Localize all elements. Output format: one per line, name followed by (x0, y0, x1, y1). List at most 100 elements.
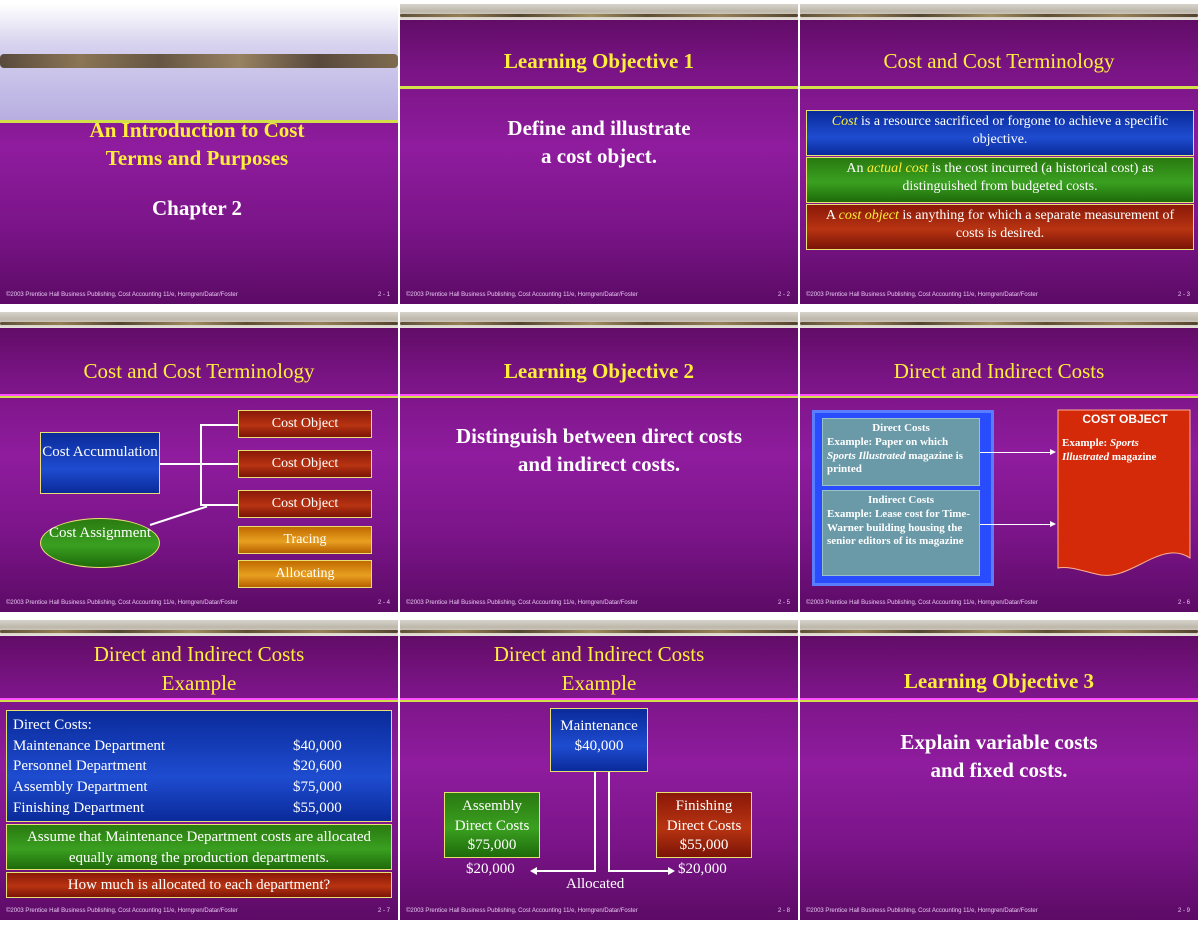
slide-number: 2 - 1 (377, 292, 390, 298)
assumption-box: Assume that Maintenance Department costs… (6, 824, 392, 870)
slide-title-line-2: Example (161, 671, 237, 695)
direct-costs-box: Direct Costs Example: Paper on which Spo… (822, 418, 980, 486)
dept-row: Personnel Department$20,600 (13, 756, 385, 777)
slide-footer: ©2003 Prentice Hall Business Publishing,… (0, 598, 398, 610)
title-line-1: An Introduction to Cost (89, 118, 305, 142)
objective-line-2: and fixed costs. (930, 758, 1068, 783)
slide-footer: ©2003 Prentice Hall Business Publishing,… (400, 598, 798, 610)
cost-object-box: Cost Object (238, 490, 372, 518)
banner-image (800, 312, 1198, 328)
divider (0, 394, 398, 398)
slide-2: Learning Objective 1 Define and illustra… (400, 4, 798, 304)
footer-copyright: ©2003 Prentice Hall Business Publishing,… (6, 908, 238, 914)
example-text: Example: (1062, 437, 1110, 449)
footer-copyright: ©2003 Prentice Hall Business Publishing,… (6, 292, 238, 298)
slide-1: An Introduction to Cost Terms and Purpos… (0, 4, 398, 304)
definition-cost: Cost is a resource sacrificed or forgone… (806, 110, 1194, 156)
cost-object-heading: COST OBJECT (1082, 412, 1168, 426)
slide-title: Direct and Indirect Costs (800, 342, 1198, 402)
finishing-line-1: Finishing (675, 798, 733, 814)
direct-costs-example: Example: Paper on which Sports Illustrat… (827, 436, 975, 477)
example-italic: Sports Illustrated (827, 449, 906, 462)
footer-copyright: ©2003 Prentice Hall Business Publishing,… (406, 292, 638, 298)
slide-title-text: Cost and Cost Terminology (83, 359, 315, 384)
arrow-indirect (980, 524, 1052, 525)
connector (200, 424, 240, 426)
direct-costs-table: Direct Costs: Maintenance Department$40,… (6, 710, 392, 822)
arrowhead-icon (1050, 521, 1056, 527)
cost-assignment-label: Cost Assignment (48, 525, 152, 541)
slide-footer: ©2003 Prentice Hall Business Publishing,… (800, 598, 1198, 610)
term-cost-object: cost object (838, 208, 899, 223)
banner-image (800, 620, 1198, 636)
definition-text: is anything for which a separate measure… (898, 208, 1175, 242)
cost-assignment-ellipse: Cost Assignment (40, 518, 160, 568)
slide-6: Direct and Indirect Costs Direct Costs E… (800, 312, 1198, 612)
banner-image (0, 312, 398, 328)
slide-title: Cost and Cost Terminology (0, 342, 398, 402)
right-allocation: $20,000 (678, 861, 727, 877)
slide-title-text: Direct and Indirect Costs (893, 359, 1105, 384)
allocated-label: Allocated (566, 876, 625, 892)
slide-number: 2 - 4 (377, 600, 390, 606)
divider (400, 394, 798, 398)
dept-name: Personnel Department (13, 758, 147, 775)
finishing-box: Finishing Direct Costs $55,000 (656, 792, 752, 858)
arrowhead-icon (530, 867, 537, 875)
allocation-line (608, 870, 670, 872)
example-text: magazine is printed (827, 449, 964, 476)
banner-image (0, 620, 398, 636)
slide-7: Direct and Indirect Costs Example Direct… (0, 620, 398, 920)
slide-footer: ©2003 Prentice Hall Business Publishing,… (400, 290, 798, 302)
slide-title-text: Cost and Cost Terminology (883, 49, 1115, 74)
divider (400, 698, 798, 702)
cost-object-shape (1057, 409, 1191, 576)
tracing-label: Tracing (283, 532, 327, 547)
assembly-amount: $75,000 (467, 837, 517, 853)
indirect-costs-box: Indirect Costs Example: Lease cost for T… (822, 490, 980, 576)
maintenance-label: Maintenance (560, 718, 638, 734)
example-text: magazine (1109, 450, 1157, 463)
divider (800, 394, 1198, 398)
slide-5: Learning Objective 2 Distinguish between… (400, 312, 798, 612)
objective-text: Distinguish between direct costs and ind… (400, 422, 798, 479)
definition-text: is the cost incurred (a historical cost)… (902, 161, 1154, 195)
dept-row: Assembly Department $75,000 (13, 777, 385, 798)
slide-number: 2 - 5 (777, 600, 790, 606)
cost-object-label: Cost Object (271, 496, 339, 511)
slide-number: 2 - 3 (1177, 292, 1190, 298)
dept-amount: $75,000 (293, 779, 342, 796)
slide-footer: ©2003 Prentice Hall Business Publishing,… (0, 906, 398, 918)
banner-image (800, 4, 1198, 20)
slide-title: Cost and Cost Terminology (800, 32, 1198, 92)
slide-title-line-1: Direct and Indirect Costs (493, 641, 705, 666)
objective-line-1: Define and illustrate (507, 116, 691, 140)
allocating-box: Allocating (238, 560, 372, 588)
slide-3: Cost and Cost Terminology Cost is a reso… (800, 4, 1198, 304)
cost-accumulation-label: Cost Accumulation (42, 444, 158, 460)
chapter-label: Chapter 2 (151, 196, 243, 220)
footer-copyright: ©2003 Prentice Hall Business Publishing,… (406, 600, 638, 606)
allocation-line (608, 772, 610, 870)
maintenance-amount: $40,000 (574, 737, 624, 754)
slide-number: 2 - 8 (777, 908, 790, 914)
footer-copyright: ©2003 Prentice Hall Business Publishing,… (6, 600, 238, 606)
finishing-line-2: Direct Costs (666, 817, 742, 834)
dept-name: Finishing Department (13, 799, 145, 816)
divider (800, 698, 1198, 702)
assembly-box: Assembly Direct Costs $75,000 (444, 792, 540, 858)
dept-amount: $55,000 (293, 799, 342, 816)
connector (200, 424, 202, 506)
question-text: How much is allocated to each department… (67, 877, 331, 893)
indirect-costs-heading: Indirect Costs (867, 494, 935, 506)
objective-line-1: Explain variable costs (900, 730, 1098, 754)
objective-line-1: Distinguish between direct costs (455, 424, 743, 448)
dept-name: Assembly Department (13, 779, 148, 796)
slide-title-line-1: Direct and Indirect Costs (93, 641, 305, 666)
cost-object-box: Cost Object (238, 450, 372, 478)
maintenance-box: Maintenance $40,000 (550, 708, 648, 772)
definition-cost-object: A cost object is anything for which a se… (806, 204, 1194, 250)
slide-number: 2 - 7 (377, 908, 390, 914)
example-italic: Sports Illustrated (1062, 437, 1139, 463)
dept-row: Finishing Department $55,000 (13, 798, 385, 819)
